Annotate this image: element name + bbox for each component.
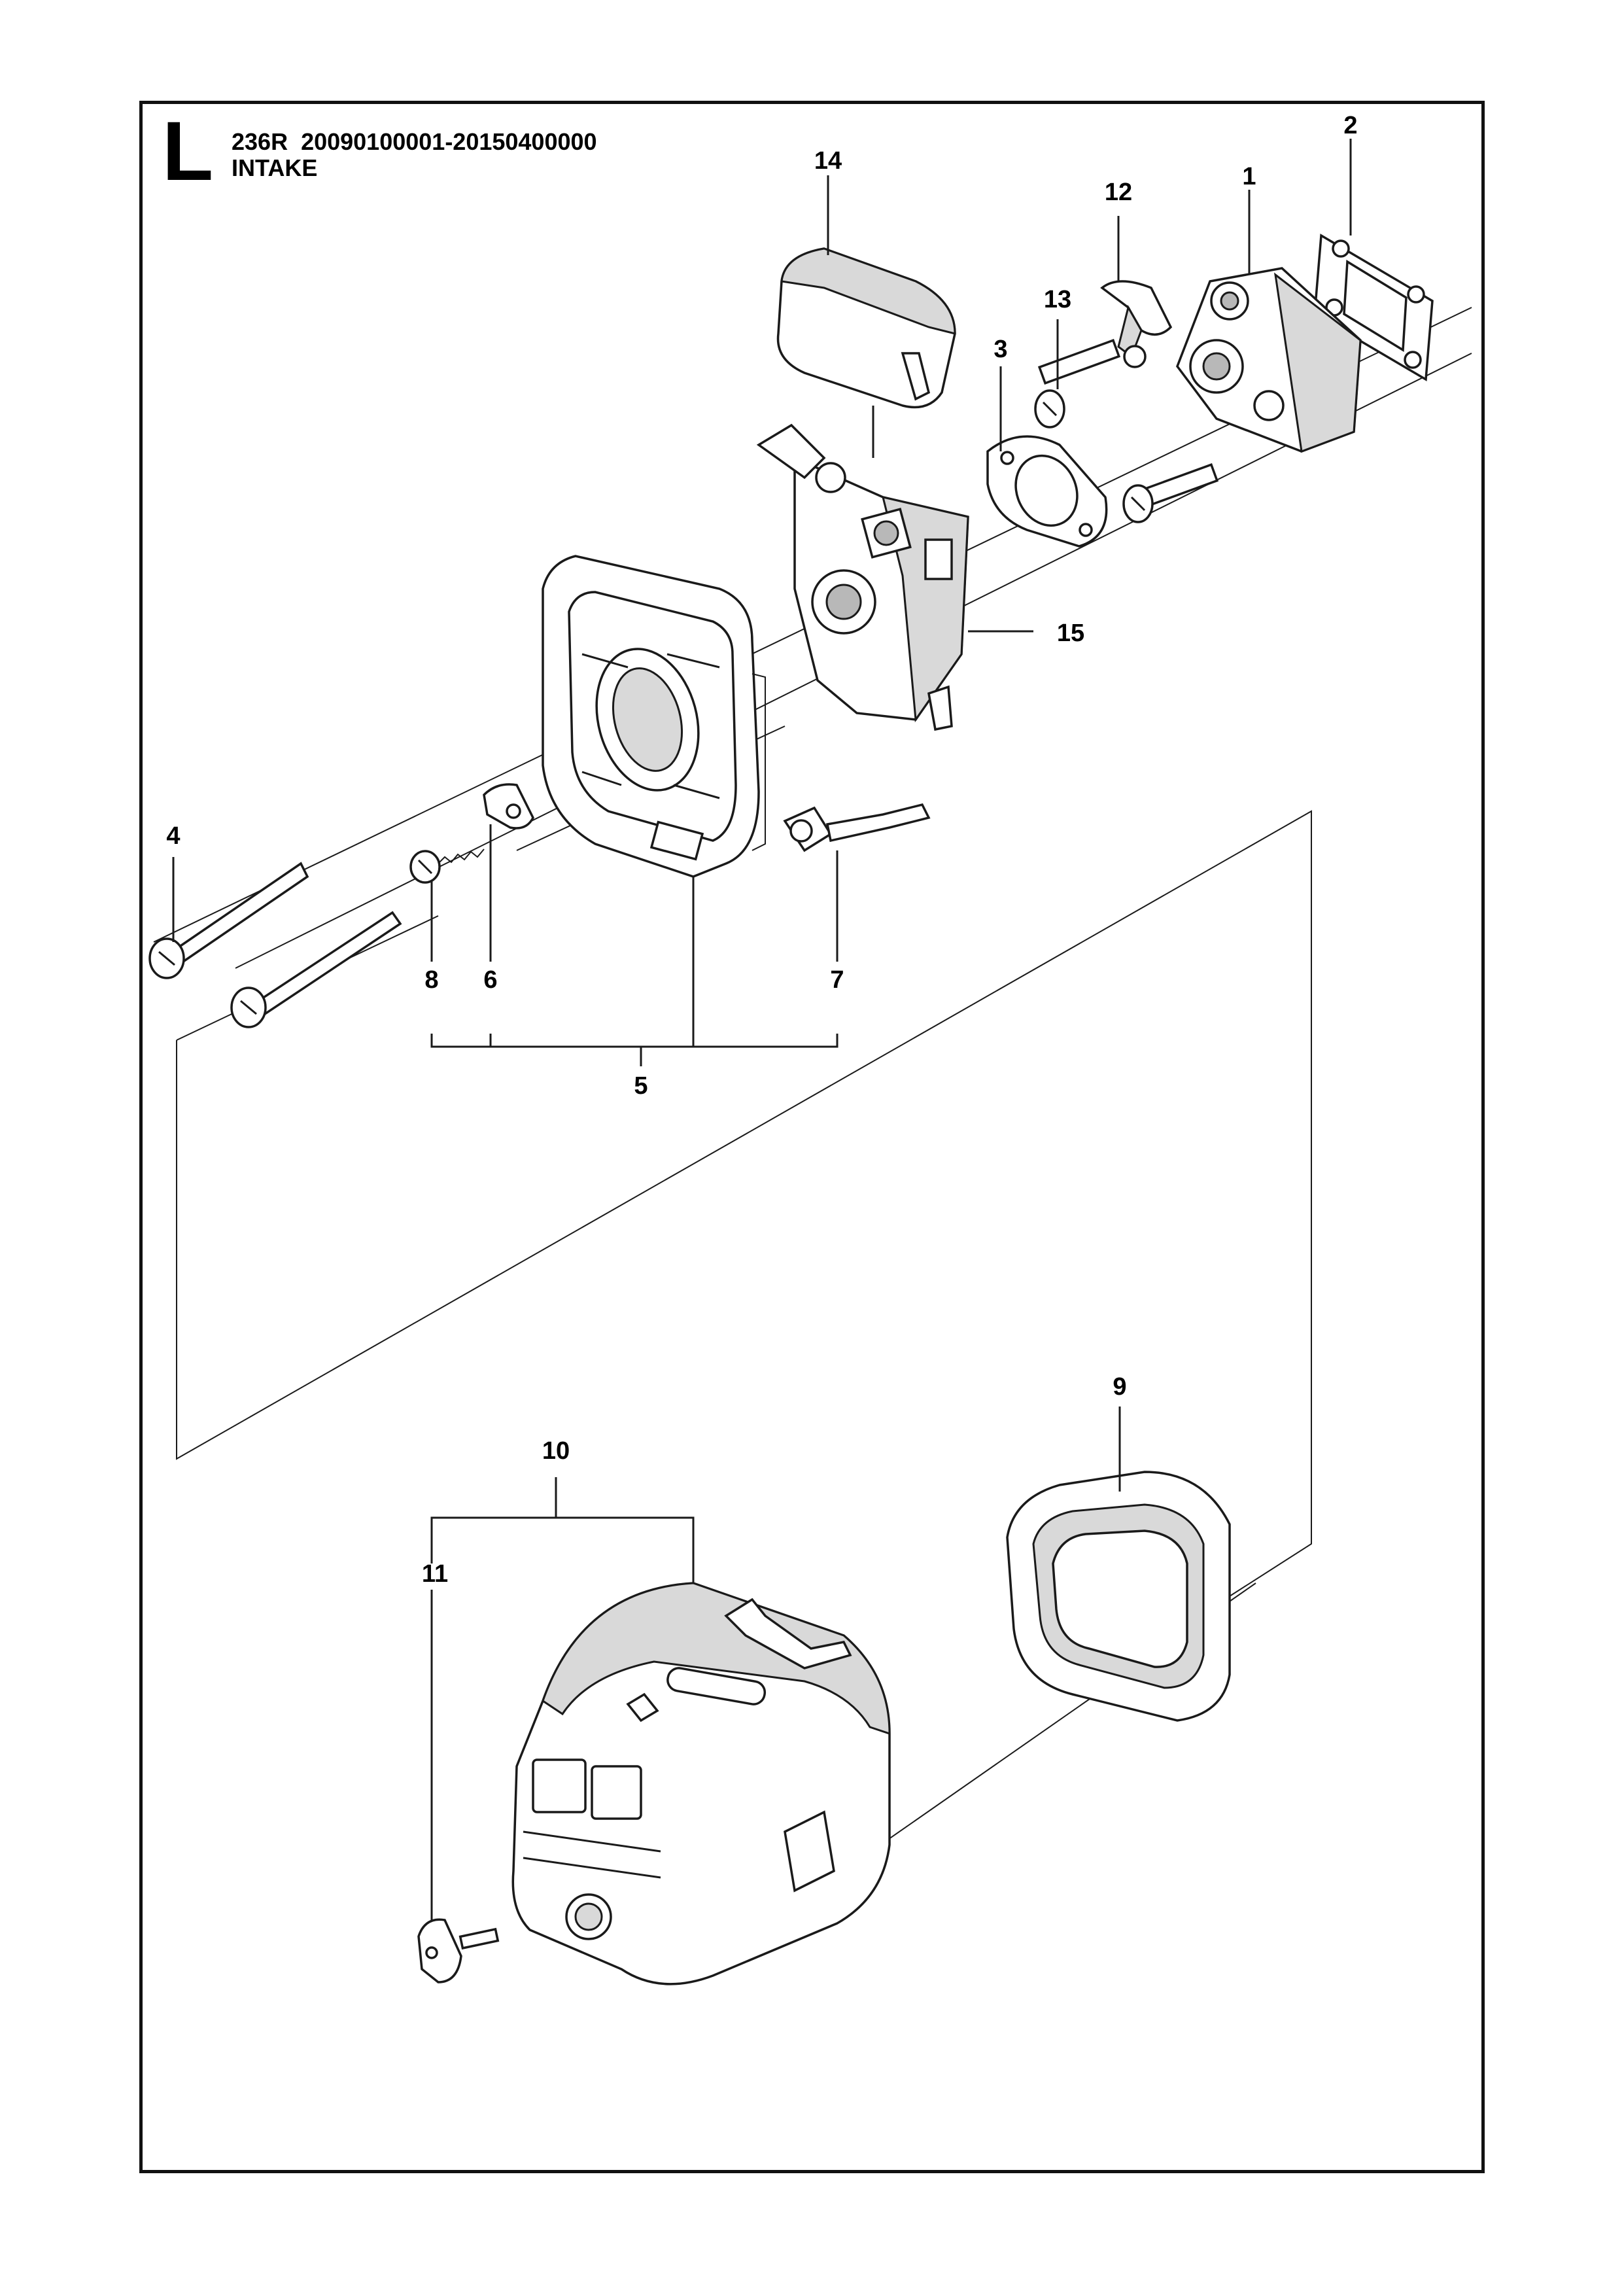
part-4-screws xyxy=(148,862,402,1028)
part-5-filter-holder xyxy=(542,555,766,878)
part-10-filter-cover xyxy=(511,1582,891,1985)
callout-10: 10 xyxy=(542,1437,570,1465)
part-15-carburetor xyxy=(756,423,969,731)
part-11-knob xyxy=(417,1918,500,1983)
callout-11: 11 xyxy=(422,1560,448,1588)
callout-15: 15 xyxy=(1057,620,1084,647)
part-12-clamp xyxy=(1100,280,1173,368)
callout-3: 3 xyxy=(993,336,1007,363)
callout-9: 9 xyxy=(1113,1373,1126,1401)
part-7-choke-lever xyxy=(783,803,931,852)
part-9-prefilter xyxy=(1006,1471,1231,1722)
section-name: INTAKE xyxy=(232,154,318,181)
callout-7: 7 xyxy=(830,966,844,994)
callout-6: 6 xyxy=(483,966,497,994)
callout-4: 4 xyxy=(166,822,180,850)
part-6-choke-valve xyxy=(483,783,534,830)
model-number: 236R xyxy=(232,128,288,155)
callout-13: 13 xyxy=(1044,286,1071,313)
adapter-screw xyxy=(1122,463,1219,523)
callout-2: 2 xyxy=(1343,112,1357,139)
callout-1: 1 xyxy=(1242,163,1256,190)
callout-5: 5 xyxy=(634,1072,648,1100)
callout-labels: 2 14 1 12 13 3 15 4 8 6 7 5 9 10 11 xyxy=(166,112,1357,1588)
part-3-gasket xyxy=(986,435,1108,548)
diagram-frame xyxy=(139,101,1485,2173)
callout-14: 14 xyxy=(814,147,842,175)
serial-range: 20090100001-20150400000 xyxy=(301,128,597,155)
callout-8: 8 xyxy=(424,966,438,994)
section-letter: L xyxy=(162,105,214,198)
leader-lines xyxy=(172,139,1352,1920)
part-13-screw xyxy=(1034,339,1121,428)
callout-12: 12 xyxy=(1105,179,1132,206)
model-serial-line: 236R 20090100001-20150400000 xyxy=(232,128,597,156)
part-1-intake-adapter xyxy=(1176,267,1362,453)
part-8-screw xyxy=(409,848,485,884)
part-14-carb-cover xyxy=(776,247,956,409)
